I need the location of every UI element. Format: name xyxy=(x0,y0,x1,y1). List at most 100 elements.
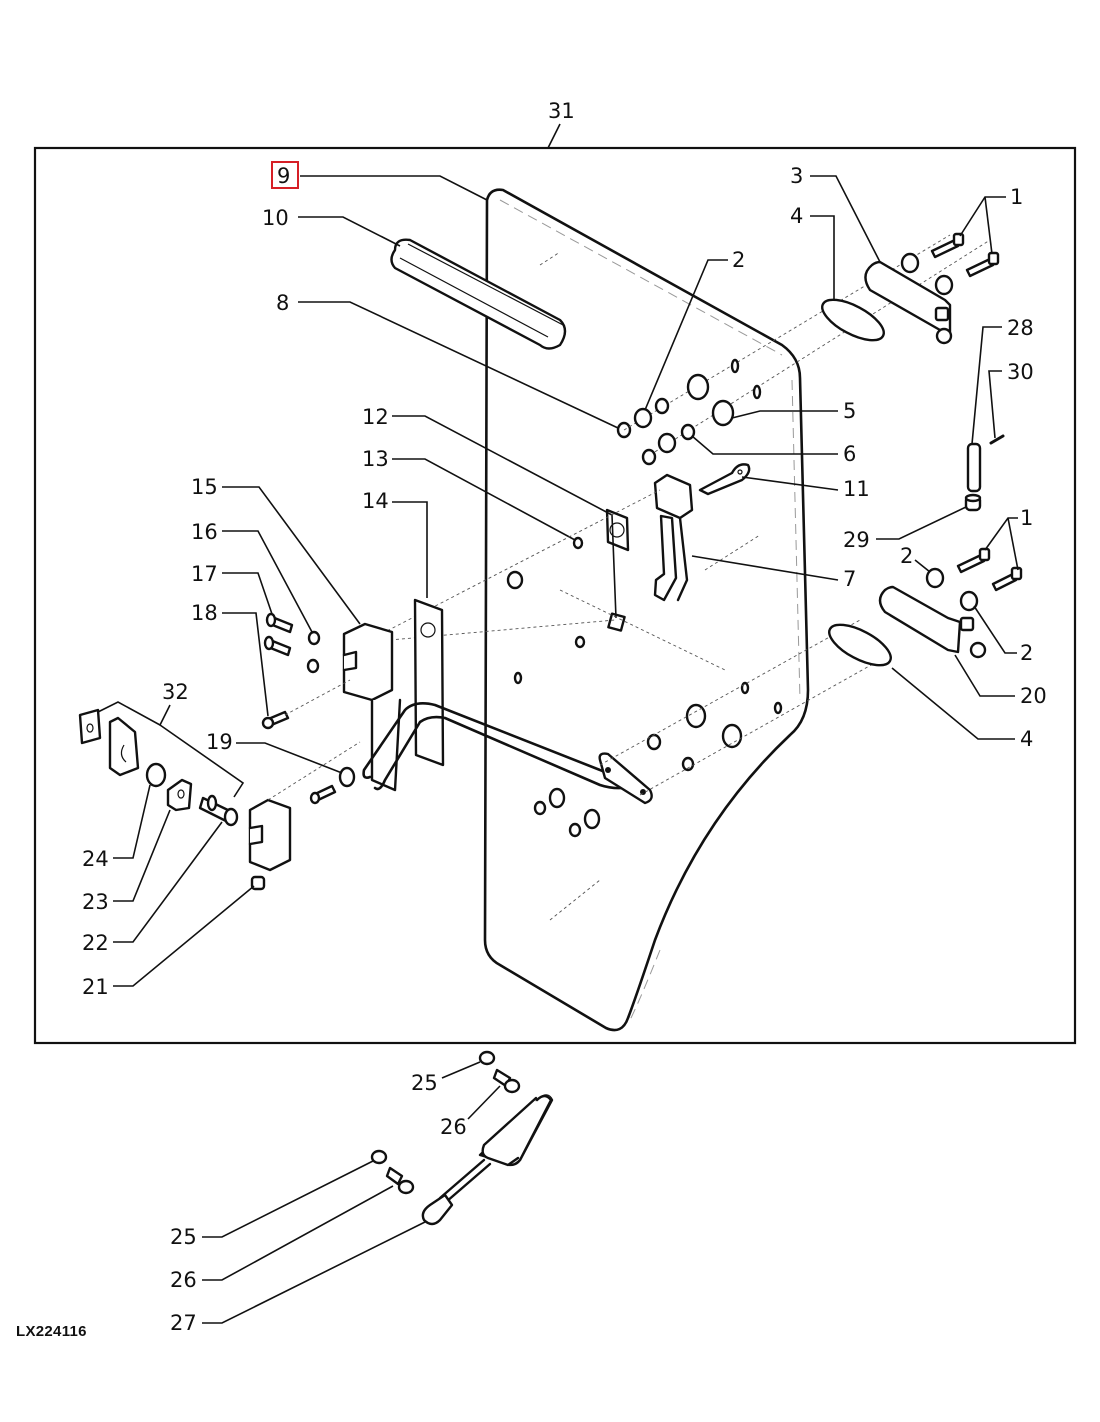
callout-13[interactable]: 13 xyxy=(362,447,389,471)
hinge-3[interactable] xyxy=(864,260,953,345)
washer-upper-large[interactable] xyxy=(686,373,710,401)
bracket-23[interactable] xyxy=(166,778,193,812)
washer-24[interactable] xyxy=(145,762,167,788)
grommet-lower-b[interactable] xyxy=(513,671,523,685)
latch-lower[interactable] xyxy=(248,798,292,872)
washer-bolt-upper-a[interactable] xyxy=(900,252,920,274)
clip-25-lower[interactable] xyxy=(370,1149,388,1165)
callout-2-upper[interactable]: 2 xyxy=(732,248,745,272)
callout-23[interactable]: 23 xyxy=(82,890,109,914)
callout-31[interactable]: 31 xyxy=(548,99,575,123)
bracket-32-a[interactable] xyxy=(78,708,102,745)
nut-13-upper[interactable] xyxy=(572,536,584,550)
nut-6[interactable] xyxy=(680,423,696,441)
callout-5[interactable]: 5 xyxy=(843,399,856,423)
callout-27[interactable]: 27 xyxy=(170,1311,197,1335)
latch-15[interactable] xyxy=(342,622,402,792)
nut-lower-a[interactable] xyxy=(533,800,547,816)
callout-32[interactable]: 32 xyxy=(162,680,189,704)
grommet-upper[interactable] xyxy=(730,358,740,374)
hinge-pin-28[interactable] xyxy=(966,442,982,493)
callout-3[interactable]: 3 xyxy=(790,164,803,188)
callout-7[interactable]: 7 xyxy=(843,567,856,591)
callout-30[interactable]: 30 xyxy=(1007,360,1034,384)
nut-13[interactable] xyxy=(607,612,626,632)
washer-16b[interactable] xyxy=(306,658,320,674)
backing-plate-14[interactable] xyxy=(413,598,445,767)
seal-strip[interactable] xyxy=(390,238,567,350)
screw-19[interactable] xyxy=(309,784,337,805)
hinge-20[interactable] xyxy=(878,585,987,659)
callout-12[interactable]: 12 xyxy=(362,405,389,429)
callout-16[interactable]: 16 xyxy=(191,520,218,544)
gas-strut-27[interactable] xyxy=(421,1094,554,1226)
clip-25-upper[interactable] xyxy=(478,1050,496,1066)
ball-stud-26-lower[interactable] xyxy=(385,1166,415,1195)
washer-5[interactable] xyxy=(711,399,735,427)
washer-mid[interactable] xyxy=(657,432,677,454)
callout-15[interactable]: 15 xyxy=(191,475,218,499)
callout-22[interactable]: 22 xyxy=(82,931,109,955)
striker-pin-22[interactable] xyxy=(198,794,239,827)
bracket-32-b[interactable] xyxy=(108,716,140,777)
washer-lower-a[interactable] xyxy=(548,787,566,809)
callout-6[interactable]: 6 xyxy=(843,442,856,466)
nut-8b[interactable] xyxy=(641,448,657,466)
roll-pin-30[interactable] xyxy=(989,434,1005,445)
nut-lower-b[interactable] xyxy=(568,822,582,838)
washer-2-upper[interactable] xyxy=(633,407,653,429)
grommet-lower-c[interactable] xyxy=(740,681,750,695)
washer-bolt-upper-b[interactable] xyxy=(934,274,954,296)
callout-25-upper[interactable]: 25 xyxy=(411,1071,438,1095)
nut-lower-c[interactable] xyxy=(646,733,662,751)
callout-24[interactable]: 24 xyxy=(82,847,109,871)
callout-26-lower[interactable]: 26 xyxy=(170,1268,197,1292)
callout-10[interactable]: 10 xyxy=(262,206,289,230)
callout-25-lower[interactable]: 25 xyxy=(170,1225,197,1249)
callout-11[interactable]: 11 xyxy=(843,477,870,501)
cap-29[interactable] xyxy=(964,493,982,512)
grommet-upper-b[interactable] xyxy=(752,384,762,400)
callout-1-lower[interactable]: 1 xyxy=(1020,506,1033,530)
callout-1-upper[interactable]: 1 xyxy=(1010,185,1023,209)
washer-19[interactable] xyxy=(338,766,356,788)
ball-stud-26-upper[interactable] xyxy=(492,1068,521,1094)
callout-2-lower-left[interactable]: 2 xyxy=(900,544,913,568)
screw-17b[interactable] xyxy=(263,635,292,657)
bolt-1-upper-b[interactable] xyxy=(965,251,1000,278)
washer-lower-b[interactable] xyxy=(583,808,601,830)
grommet-lower-d[interactable] xyxy=(773,701,783,715)
callout-29[interactable]: 29 xyxy=(843,528,870,552)
callout-14[interactable]: 14 xyxy=(362,489,389,513)
callout-21[interactable]: 21 xyxy=(82,975,109,999)
bolt-1-lower-a[interactable] xyxy=(956,547,991,574)
washer-lower-c[interactable] xyxy=(685,703,707,729)
gasket-4-lower[interactable] xyxy=(823,617,896,674)
nut-21[interactable] xyxy=(250,875,266,891)
callout-17[interactable]: 17 xyxy=(191,562,218,586)
gasket-4-upper[interactable] xyxy=(816,292,889,349)
callout-2-lower-right[interactable]: 2 xyxy=(1020,641,1033,665)
grab-rail[interactable] xyxy=(362,702,653,805)
grommet-14[interactable] xyxy=(506,570,524,590)
nut-upper[interactable] xyxy=(654,397,670,415)
door-handle-7[interactable] xyxy=(653,473,694,602)
nut-lower-d[interactable] xyxy=(681,756,695,772)
bolt-1-upper-a[interactable] xyxy=(930,232,965,259)
callout-26-upper[interactable]: 26 xyxy=(440,1115,467,1139)
callout-19[interactable]: 19 xyxy=(206,730,233,754)
washer-2-lower-b[interactable] xyxy=(959,590,979,612)
callout-9[interactable]: 9 xyxy=(277,164,290,188)
screw-17[interactable] xyxy=(265,612,294,634)
key-11[interactable] xyxy=(698,463,751,496)
bolt-1-lower-b[interactable] xyxy=(991,566,1023,592)
washer-16[interactable] xyxy=(307,630,321,646)
callout-18[interactable]: 18 xyxy=(191,601,218,625)
door-glass[interactable] xyxy=(483,188,810,1032)
grommet-lower-a[interactable] xyxy=(574,635,586,649)
washer-lower-d[interactable] xyxy=(721,723,743,749)
screw-18[interactable] xyxy=(261,710,290,730)
callout-8[interactable]: 8 xyxy=(276,291,289,315)
lock-plate-12[interactable] xyxy=(605,508,630,552)
callout-4-lower[interactable]: 4 xyxy=(1020,727,1033,751)
